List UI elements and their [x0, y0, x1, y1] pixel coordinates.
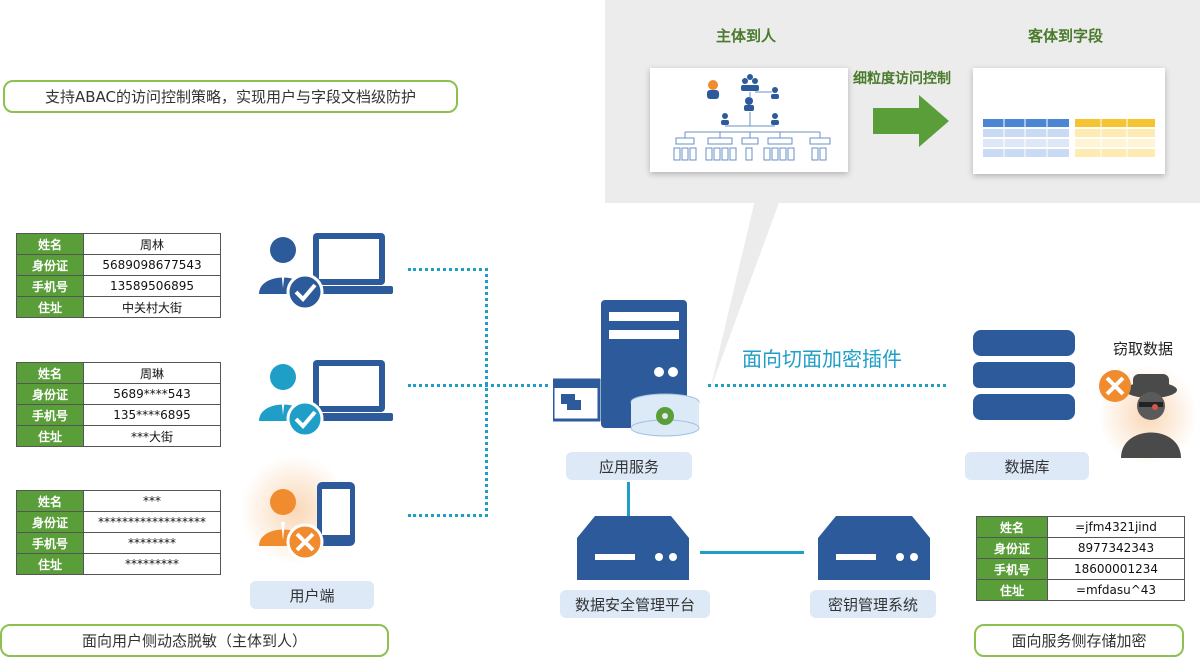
table-row: 姓名周琳 [16, 362, 221, 384]
field-key: 手机号 [16, 404, 84, 426]
field-key: 住址 [16, 553, 84, 575]
authorized-user-laptop-icon [259, 233, 393, 311]
connector-line [408, 514, 488, 517]
denied-user-mobile-icon [259, 482, 355, 561]
full-mask-table: 姓名*** 身份证****************** 手机号******** … [16, 490, 221, 575]
key-management-server-icon [818, 516, 930, 580]
field-key: 身份证 [16, 383, 84, 405]
field-key: 姓名 [976, 516, 1048, 538]
field-key: 手机号 [976, 558, 1048, 580]
connector-line [700, 551, 804, 554]
table-row: 住址***大街 [16, 425, 221, 447]
table-row: 姓名周林 [16, 233, 221, 255]
key-management-label: 密钥管理系统 [810, 590, 936, 618]
field-key: 姓名 [16, 233, 84, 255]
field-value: ***大街 [83, 425, 221, 447]
client-label: 用户端 [250, 581, 374, 609]
field-key: 身份证 [16, 511, 84, 533]
callout-pointer [710, 200, 780, 390]
field-value: =jfm4321jind [1047, 516, 1185, 538]
field-value: =mfdasu^43 [1047, 579, 1185, 601]
field-key: 住址 [16, 425, 84, 447]
connector-line [408, 384, 548, 387]
fine-grained-label: 细粒度访问控制 [853, 71, 951, 87]
table-row: 姓名*** [16, 490, 221, 512]
field-key: 姓名 [16, 362, 84, 384]
field-key: 身份证 [16, 254, 84, 276]
security-platform-label: 数据安全管理平台 [560, 590, 710, 618]
connector-line [627, 482, 630, 516]
field-value: 18600001234 [1047, 558, 1185, 580]
app-server-icon [553, 300, 700, 437]
field-value: 中关村大街 [83, 296, 221, 318]
steal-data-label: 窃取数据 [1113, 340, 1174, 358]
subject-title: 主体到人 [716, 27, 777, 45]
field-value: 13589506895 [83, 275, 221, 297]
object-title: 客体到字段 [1028, 27, 1104, 45]
field-value: 5689****543 [83, 383, 221, 405]
hacker-icon [1099, 370, 1181, 458]
connector-line [408, 268, 488, 271]
table-row: 手机号******** [16, 532, 221, 554]
field-value: ******** [83, 532, 221, 554]
field-key: 身份证 [976, 537, 1048, 559]
field-value: 8977342343 [1047, 537, 1185, 559]
field-key: 手机号 [16, 532, 84, 554]
field-key: 手机号 [16, 275, 84, 297]
field-table-diagram [983, 119, 1155, 157]
table-row: 姓名=jfm4321jind [976, 516, 1185, 538]
server-side-encryption-label: 面向服务侧存储加密 [974, 624, 1184, 657]
user-side-masking-label: 面向用户侧动态脱敏（主体到人） [0, 624, 389, 657]
green-arrow-icon [873, 95, 949, 147]
connector-line [708, 384, 946, 387]
database-icon [973, 330, 1075, 420]
field-value: ****************** [83, 511, 221, 533]
field-value: *** [83, 490, 221, 512]
field-value: 周林 [83, 233, 221, 255]
field-value: 5689098677543 [83, 254, 221, 276]
security-platform-server-icon [577, 516, 689, 580]
connector-line [485, 268, 488, 517]
field-table-card [973, 68, 1165, 174]
field-key: 住址 [976, 579, 1048, 601]
org-chart-card [650, 68, 848, 172]
database-label: 数据库 [965, 452, 1089, 480]
abac-policy-label: 支持ABAC的访问控制策略，实现用户与字段文档级防护 [3, 80, 458, 113]
field-value: ********* [83, 553, 221, 575]
field-value: 周琳 [83, 362, 221, 384]
field-key: 住址 [16, 296, 84, 318]
org-chart-diagram [673, 74, 831, 161]
field-key: 姓名 [16, 490, 84, 512]
partial-user-laptop-icon [259, 360, 393, 438]
field-value: 135****6895 [83, 404, 221, 426]
table-row: 住址中关村大街 [16, 296, 221, 318]
table-row: 住址********* [16, 553, 221, 575]
app-service-label: 应用服务 [566, 452, 692, 480]
table-row: 住址=mfdasu^43 [976, 579, 1185, 601]
table-row: 身份证****************** [16, 511, 221, 533]
aop-plugin-label: 面向切面加密插件 [742, 347, 902, 371]
